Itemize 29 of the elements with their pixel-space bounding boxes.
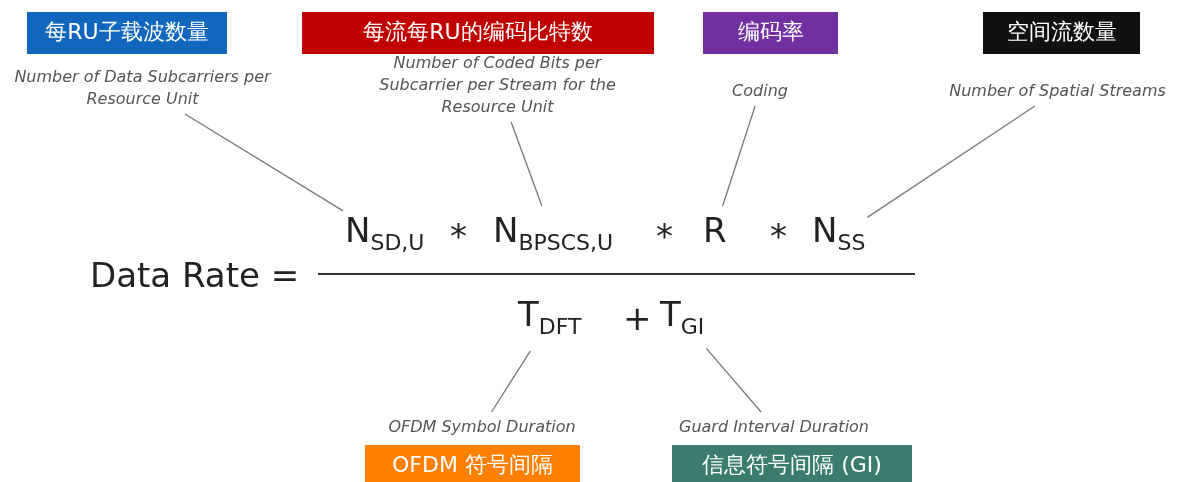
leader-line [510, 121, 543, 207]
title-tag: 每流每RU的编码比特数 [302, 12, 654, 54]
operator-sign: * [656, 215, 673, 258]
operator-sign: * [770, 215, 787, 258]
leader-line [866, 105, 1036, 218]
annotation-text: OFDM Symbol Duration [372, 416, 592, 438]
operator-sign: * [450, 215, 467, 258]
leader-line [721, 105, 756, 207]
leader-line [184, 113, 344, 212]
annotation-text: Number of Spatial Streams [930, 80, 1183, 102]
annotation-text: Coding [705, 80, 815, 102]
title-tag: 编码率 [703, 12, 838, 54]
formula-term: T$_{GI}$ [660, 292, 705, 349]
operator-sign: + [623, 297, 652, 340]
formula-term: R [703, 208, 727, 252]
formula-term: N$_{SD,U}$ [345, 208, 425, 265]
title-tag: OFDM 符号间隔 [365, 445, 580, 482]
annotation-text: Number of Coded Bits per Subcarrier per Stream for the Resource Unit [355, 52, 640, 118]
annotation-text: Number of Data Subcarriers per Resource Unit [10, 66, 275, 110]
leader-line [705, 347, 762, 413]
formula-term: T$_{DFT}$ [518, 292, 582, 349]
annotation-text: Guard Interval Duration [668, 416, 880, 438]
title-tag: 每RU子载波数量 [27, 12, 227, 54]
formula-term: N$_{BPSCS,U}$ [493, 208, 614, 265]
title-tag: 空间流数量 [983, 12, 1140, 54]
leader-line [490, 350, 532, 413]
formula-label: Data Rate = [90, 254, 300, 297]
formula-term: N$_{SS}$ [812, 208, 866, 265]
title-tag: 信息符号间隔 (GI) [672, 445, 912, 482]
